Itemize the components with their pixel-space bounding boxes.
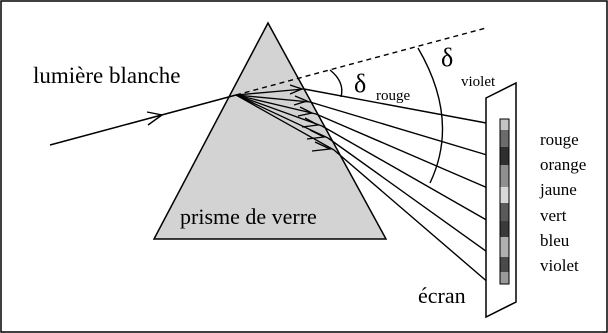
incident-ray bbox=[49, 94, 237, 146]
screen-label: écran bbox=[418, 283, 466, 308]
prism bbox=[152, 21, 388, 240]
incident-ray-arrow bbox=[146, 111, 164, 126]
delta-violet-subscript: violet bbox=[461, 74, 496, 90]
incident-extension-dashed bbox=[235, 27, 487, 96]
delta-red-arc bbox=[329, 69, 343, 98]
incident-light-label: lumière blanche bbox=[33, 63, 181, 88]
spectrum-labels: rouge orange jaune vert bleu violet bbox=[539, 130, 586, 275]
delta-violet-arc bbox=[417, 47, 444, 184]
delta-red-subscript: rouge bbox=[376, 88, 410, 104]
spectrum-label: rouge bbox=[540, 130, 579, 149]
refracted-rays bbox=[303, 88, 497, 290]
delta-violet-symbol: δ bbox=[441, 43, 453, 72]
spectrum-band bbox=[499, 118, 510, 285]
spectrum-label: jaune bbox=[539, 180, 577, 199]
spectrum-label: vert bbox=[540, 206, 567, 225]
spectrum-label: orange bbox=[540, 155, 586, 174]
internal-rays bbox=[235, 84, 335, 152]
delta-red-symbol: δ bbox=[354, 69, 366, 98]
prism-label: prisme de verre bbox=[180, 204, 317, 229]
spectrum-label: bleu bbox=[540, 231, 570, 250]
spectrum-label: violet bbox=[540, 256, 579, 275]
